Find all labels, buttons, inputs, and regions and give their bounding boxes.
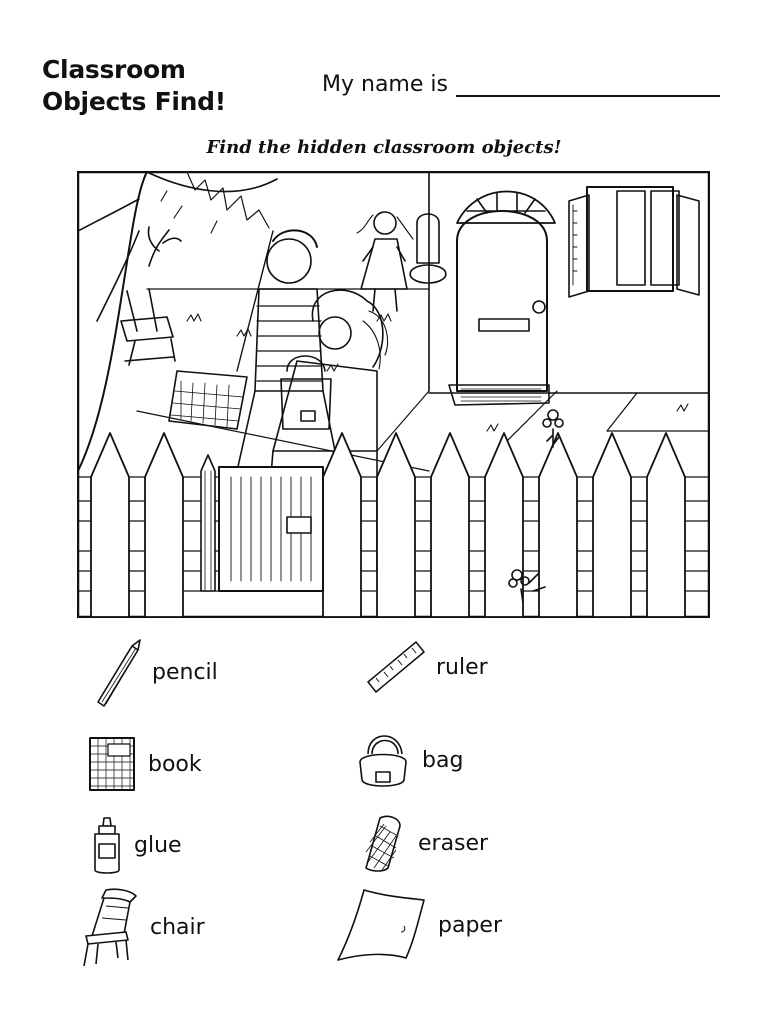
ruler-icon: [367, 641, 425, 693]
bag-icon: [359, 735, 407, 787]
item-label: paper: [438, 912, 502, 938]
item-label: book: [148, 751, 202, 777]
worksheet-title: Classroom Objects Find!: [42, 54, 226, 118]
list-item: glue: [90, 814, 182, 876]
item-label: chair: [150, 914, 205, 940]
chair-icon: [83, 888, 137, 967]
paper-icon: [337, 889, 425, 961]
list-item: paper: [334, 886, 502, 964]
list-item: ruler: [364, 636, 488, 698]
list-item: eraser: [358, 812, 488, 874]
list-item: pencil: [92, 636, 218, 708]
name-blank-line[interactable]: [455, 73, 720, 97]
list-item: chair: [80, 886, 205, 968]
name-field: My name is: [322, 72, 720, 97]
eraser-icon: [365, 815, 401, 872]
item-label: pencil: [152, 659, 218, 685]
item-label: eraser: [418, 830, 489, 856]
item-label: glue: [134, 832, 182, 858]
book-icon: [89, 737, 135, 791]
glue-icon: [94, 817, 120, 874]
hidden-picture-scene: [77, 171, 710, 618]
item-label: bag: [422, 747, 464, 773]
item-label: ruler: [436, 654, 488, 680]
title-line-2: Objects Find!: [42, 87, 226, 116]
instruction-text: Find the hidden classroom objects!: [206, 137, 562, 158]
title-line-1: Classroom: [42, 55, 186, 84]
object-list: pencil ruler book bag glu: [0, 630, 768, 980]
pencil-icon: [97, 639, 141, 707]
list-item: bag: [354, 726, 463, 794]
list-item: book: [86, 734, 202, 794]
name-prompt: My name is: [322, 72, 448, 97]
